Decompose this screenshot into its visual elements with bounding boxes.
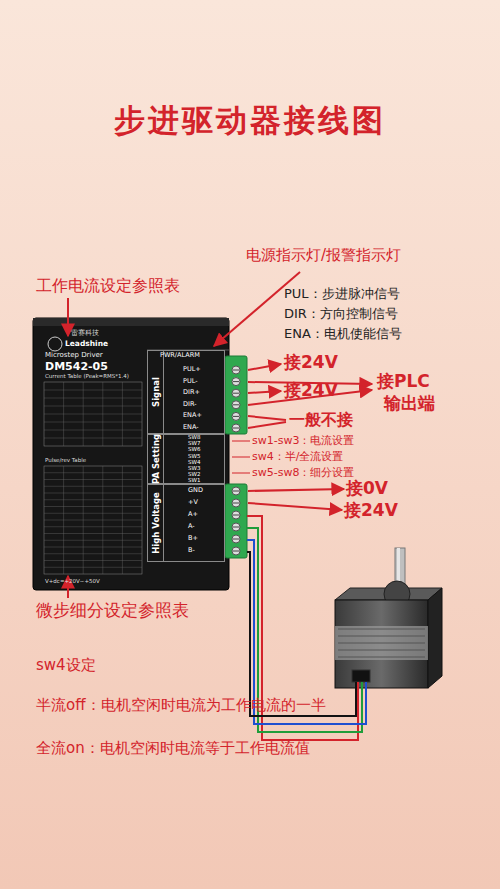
callout-label: 接24V: [284, 352, 338, 372]
callout-label: DIR：方向控制信号: [284, 306, 398, 322]
pin-label: PWR/ALARM: [160, 352, 200, 360]
driver-panel: High Voltage: [147, 484, 225, 562]
pin-label: ENA-: [183, 424, 199, 432]
callout-label: 输出端: [384, 393, 435, 413]
pin-label: V+dc=+20V~+50V: [45, 578, 100, 585]
terminal-screws: [232, 366, 240, 555]
pin-label: Pulse/rev Table: [45, 457, 86, 464]
pin-label: SW6: [188, 446, 200, 453]
callout-label: 微步细分设定参照表: [36, 600, 189, 620]
callout-label: sw4设定: [36, 656, 96, 674]
panel-divider: [163, 485, 164, 561]
pin-label: SW7: [188, 440, 200, 447]
pin-label: ENA+: [183, 412, 202, 420]
panel-title: Signal: [151, 377, 161, 407]
panel-title: PA Setting: [151, 434, 161, 484]
power-terminal-block: [225, 484, 247, 558]
panel-title: High Voltage: [151, 492, 161, 554]
pin-label: B+: [188, 535, 198, 543]
callout-label: PUL：步进脉冲信号: [284, 286, 400, 302]
diagram-title: 步进驱动器接线图: [0, 100, 500, 142]
signal-terminal-block: [225, 356, 247, 434]
pin-label: SW3: [188, 465, 200, 472]
pin-label: DIR+: [183, 389, 200, 397]
pin-label: SW4: [188, 459, 200, 466]
driver-text: Microstep Driver: [45, 351, 103, 359]
current-table-grid: [44, 382, 142, 446]
driver-top-edge: [33, 318, 229, 326]
callout-label: 全流on：电机空闲时电流等于工作电流值: [36, 739, 310, 757]
pulse-table-grid: [44, 466, 142, 574]
pin-label: PUL-: [183, 378, 198, 386]
pin-label: SW1: [188, 477, 200, 484]
pin-label: +V: [188, 499, 198, 507]
callout-label: sw5-sw8：细分设置: [252, 466, 354, 479]
pin-label: SW2: [188, 471, 200, 478]
stepper-motor: [335, 548, 442, 688]
driver-text: 雷赛科技: [71, 329, 99, 337]
callout-label: 接24V: [344, 500, 398, 520]
callout-label: sw1-sw3：电流设置: [252, 434, 354, 447]
pin-label: Current Table (Peak=RMS*1.4): [45, 373, 129, 380]
callout-label: sw4：半/全流设置: [252, 450, 343, 463]
driver-panel: PA Setting: [147, 434, 225, 484]
panel-divider: [163, 435, 164, 483]
pin-label: GND: [188, 487, 203, 495]
pin-label: A-: [188, 523, 195, 531]
pin-label: PUL+: [183, 366, 201, 374]
driver-body: [33, 318, 229, 590]
panel-divider: [163, 351, 164, 433]
callout-label: ENA：电机使能信号: [284, 326, 402, 342]
pulse-table: [44, 466, 142, 574]
driver-text: Leadshine: [65, 339, 108, 348]
current-table: [44, 382, 142, 446]
callout-label: 接0V: [346, 478, 388, 498]
pin-label: SW5: [188, 453, 200, 460]
callout-label: 电源指示灯/报警指示灯: [246, 246, 401, 264]
logo: [48, 337, 62, 351]
pin-label: A+: [188, 511, 198, 519]
callout-label: 半流off：电机空闲时电流为工作电流的一半: [36, 696, 326, 714]
driver-text: DM542-05: [45, 360, 108, 373]
sw-leaders: [232, 441, 250, 473]
pin-label: SW8: [188, 434, 200, 441]
pin-label: DIR-: [183, 401, 197, 409]
callout-label: 一般不接: [289, 410, 353, 429]
callout-label: 接PLC: [377, 371, 430, 391]
callout-label: 工作电流设定参照表: [36, 276, 180, 295]
callout-label: 接24V: [284, 380, 338, 400]
pin-label: B-: [188, 547, 195, 555]
